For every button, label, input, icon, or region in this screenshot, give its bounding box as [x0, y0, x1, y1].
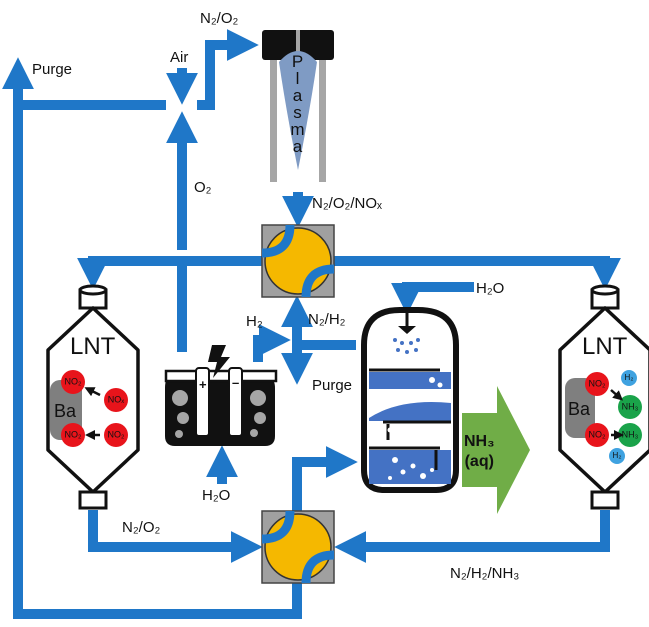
- nh3-product-arrow: [462, 386, 530, 514]
- lnt-right-molecule-1: NO₂: [588, 378, 606, 389]
- label-n2o2-bottom: N₂/O₂: [122, 519, 161, 536]
- lnt-right-molecule-4: NO₂: [588, 429, 606, 440]
- pipe-network: [1, 28, 622, 619]
- n2o2-to-plasma-pipe: [197, 28, 259, 110]
- label-n2h2: N₂/H₂: [308, 311, 346, 328]
- label-nh3-line1: NH₃: [464, 433, 495, 450]
- water-to-scrubber-pipe: [390, 282, 474, 315]
- label-plasma: Plasma: [288, 52, 307, 154]
- label-n2h2nh3: N₂/H₂/NH₃: [450, 565, 520, 582]
- plasma-discharge: [279, 51, 317, 170]
- label-o2: O₂: [194, 179, 212, 196]
- purge-return-pipe: [13, 100, 302, 619]
- lightning-icon: [208, 345, 230, 378]
- valve-to-right-lnt-pipe: [334, 256, 622, 290]
- label-h2: H₂: [246, 313, 263, 330]
- lnt-left-molecule-1: NO₂: [64, 376, 82, 387]
- label-h2o-bottom: H₂O: [202, 487, 231, 504]
- lnt-right-title: LNT: [582, 333, 628, 360]
- right-lnt-to-valve-pipe: [334, 510, 610, 564]
- lnt-left-molecule-3: NO₂: [64, 429, 82, 440]
- lnt-left-title: LNT: [70, 333, 116, 360]
- left-lnt-to-valve-pipe: [88, 510, 263, 564]
- lnt-left: [46, 284, 140, 510]
- lnt-left-molecule-4: NO₂: [107, 429, 125, 440]
- h2-pipe: [253, 323, 291, 362]
- lnt-right-ba: Ba: [568, 399, 591, 419]
- lnt-right-molecule-6: H₂: [612, 451, 622, 460]
- valve-to-left-lnt-pipe: [76, 256, 262, 290]
- plasma-reactor: [262, 30, 334, 182]
- label-purge-mid: Purge: [312, 377, 353, 394]
- valve-top: [261, 224, 335, 298]
- scrubber-column: [361, 307, 459, 493]
- electrolyzer-minus-sign: –: [232, 375, 240, 390]
- valve-to-scrubber-pipe: [292, 445, 358, 511]
- lnt-left-molecule-2: NOₓ: [107, 394, 125, 405]
- label-purge-top: Purge: [32, 61, 73, 78]
- lnt-right-molecule-2: H₂: [624, 373, 634, 382]
- electrolyzer: [164, 345, 278, 446]
- label-n2o2nox: N₂/O₂/NOₓ: [312, 195, 382, 212]
- ba-block-right: [565, 378, 595, 438]
- label-nh3-product: NH₃ (aq): [464, 432, 495, 472]
- label-air: Air: [170, 49, 189, 66]
- valve-bottom: [261, 510, 335, 584]
- lnt-right: [558, 284, 649, 510]
- lnt-right-molecule-3: NH₃: [621, 401, 639, 412]
- electrolyzer-plus-sign: +: [199, 377, 207, 392]
- label-h2o-top: H₂O: [476, 280, 505, 297]
- label-nh3-line2: (aq): [464, 453, 494, 470]
- lnt-right-molecule-5: NH₃: [621, 429, 639, 440]
- lnt-left-ba: Ba: [54, 401, 77, 421]
- label-n2o2-top: N₂/O₂: [200, 10, 239, 27]
